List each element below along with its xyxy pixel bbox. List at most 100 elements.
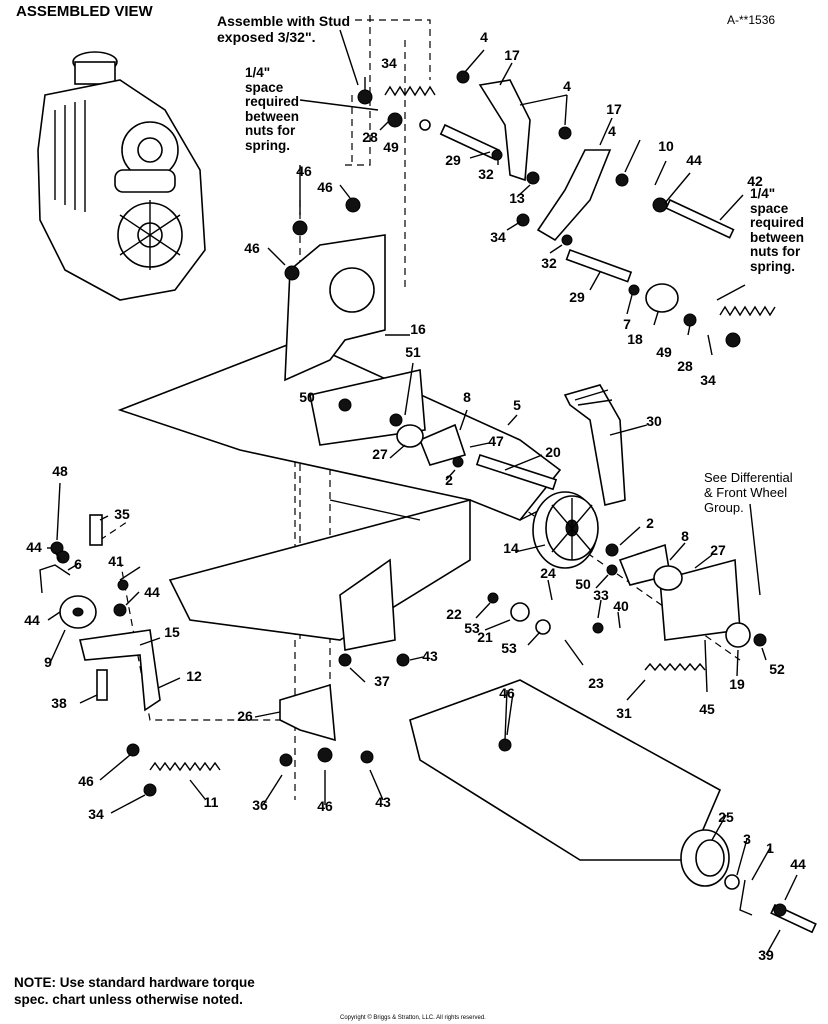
part-label: 33 (593, 587, 609, 603)
spring-11 (149, 761, 221, 772)
torque-note-line1: NOTE: Use standard hardware torque (14, 975, 255, 990)
bracket-15 (79, 629, 161, 712)
part-label: 10 (658, 138, 674, 154)
part-label: 1 (766, 840, 774, 856)
part-label: 12 (186, 668, 202, 684)
part-label: 14 (503, 540, 519, 556)
stud-callout: Assemble with Stud exposed 3/32". (217, 13, 350, 45)
part-label: 6 (74, 556, 82, 572)
rod-29b (565, 248, 633, 283)
see-differential-callout: See Differential & Front Wheel Group. (704, 470, 793, 515)
part-label: 49 (383, 139, 399, 155)
part-label: 40 (613, 598, 629, 614)
stud-callout-line1: Assemble with Stud (217, 13, 351, 29)
part-label: 15 (164, 624, 180, 640)
part-label: 20 (545, 444, 561, 460)
torque-note-line2: spec. chart unless otherwise noted. (14, 992, 243, 1007)
part-label: 52 (769, 661, 785, 677)
assembled-engine-illustration (37, 51, 206, 301)
copyright: Copyright © Briggs & Stratton, LLC. All … (340, 1015, 486, 1021)
part-label: 51 (405, 344, 421, 360)
part-label: 9 (44, 654, 52, 670)
part-label: 46 (296, 163, 312, 179)
part-label: 37 (374, 673, 390, 689)
see-diff-line: See Differential (704, 470, 793, 485)
spacing-right-line: required (750, 215, 805, 230)
part-label: 4 (563, 78, 571, 94)
spring-top-left (384, 85, 436, 97)
spacing-callout-left: 1/4" space required between nuts for spr… (245, 65, 300, 153)
part-label: 45 (699, 701, 715, 717)
part-label: 13 (509, 190, 525, 206)
part-label: 43 (375, 794, 391, 810)
stud-callout-line2: exposed 3/32". (217, 29, 316, 45)
part-label: 46 (317, 798, 333, 814)
part-label: 16 (410, 321, 426, 337)
part-label: 34 (88, 806, 104, 822)
part-label: 8 (681, 528, 689, 544)
part-label: 17 (504, 47, 520, 63)
part-label: 35 (114, 506, 130, 522)
part-label: 8 (463, 389, 471, 405)
torque-note: NOTE: Use standard hardware torque spec.… (14, 974, 255, 1008)
part-label: 30 (646, 413, 662, 429)
leader-lines (47, 29, 798, 956)
spacing-right-line: space (750, 200, 789, 216)
spacing-left-line: required (245, 94, 300, 109)
part-label: 3 (743, 831, 751, 847)
part-label: 43 (422, 648, 438, 664)
part-label: 42 (747, 173, 763, 189)
pulley-14 (532, 491, 599, 569)
part-label: 27 (372, 446, 388, 462)
spacing-callout-right: 1/4" space required between nuts for spr… (750, 186, 805, 274)
part-label: 50 (575, 576, 591, 592)
sprocket-19 (725, 622, 751, 648)
part-label: 34 (700, 372, 716, 388)
part-label: 24 (540, 565, 556, 581)
part-label: 29 (569, 289, 585, 305)
part-label: 5 (513, 397, 521, 413)
part-label: 34 (381, 55, 397, 71)
part-label: 44 (26, 539, 42, 555)
spacing-right-line: 1/4" (750, 186, 776, 201)
part-label: 41 (108, 553, 124, 569)
part-label: 32 (478, 166, 494, 182)
part-label: 44 (144, 584, 160, 600)
part-label: 28 (362, 129, 378, 145)
spacing-right-line: between (750, 229, 805, 245)
spring-31 (644, 662, 706, 672)
bolt-35 (89, 514, 103, 546)
part-label: 38 (51, 695, 67, 711)
part-label: 44 (24, 612, 40, 628)
spacing-left-line: spring. (245, 137, 291, 153)
part-label: 39 (758, 947, 774, 963)
part-label: 17 (606, 101, 622, 117)
part-label: 46 (317, 179, 333, 195)
part-label: 29 (445, 152, 461, 168)
part-label: 46 (78, 773, 94, 789)
part-label: 23 (588, 675, 604, 691)
spacing-right-line: nuts for (750, 244, 801, 259)
spring-right (719, 305, 776, 317)
part-label: 27 (710, 542, 726, 558)
idler-arm-17b (536, 149, 612, 242)
part-label: 19 (729, 676, 745, 692)
spacing-left-line: space (245, 79, 284, 95)
part-label: 36 (252, 797, 268, 813)
bracket-26 (279, 683, 336, 742)
part-label: 2 (646, 515, 654, 531)
part-label: 34 (490, 229, 506, 245)
part-label: 7 (623, 316, 631, 332)
bolt-42 (665, 198, 735, 239)
pin-6 (39, 564, 71, 594)
see-diff-line: & Front Wheel (704, 485, 788, 500)
part-label: 2 (445, 472, 453, 488)
part-label: 4 (480, 29, 488, 45)
part-label: 50 (299, 389, 315, 405)
part-label: 49 (656, 344, 672, 360)
pin-1 (739, 879, 753, 916)
part-label: 32 (541, 255, 557, 271)
part-label: 53 (501, 640, 517, 656)
part-label: 53 (464, 620, 480, 636)
